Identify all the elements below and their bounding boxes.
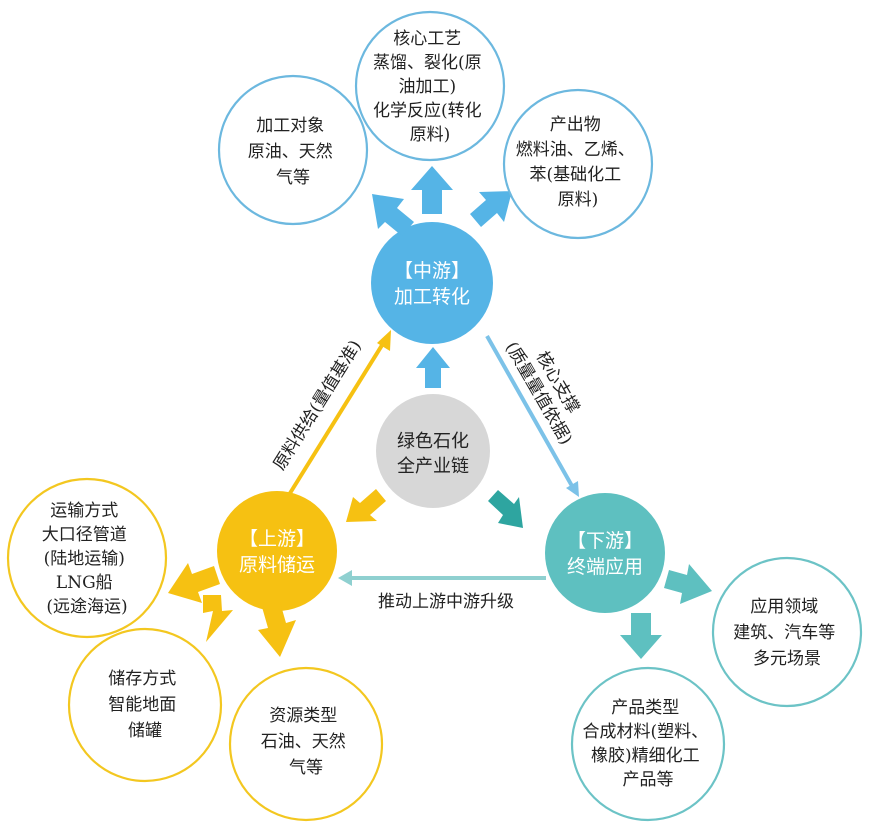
midstream-arrow-upright-icon [470, 191, 512, 227]
transport-line-3: (陆地运输) [44, 549, 125, 569]
product-type-line-3: 橡胶)精细化工 [591, 746, 700, 766]
svg-text:产品类型 合成材料(塑料、 橡胶)精: 产品类型 合成材料(塑料、 橡胶)精细化工 产品等 [582, 698, 713, 790]
midstream-hub [371, 222, 493, 344]
midstream-arrow-upleft-icon [372, 194, 414, 236]
svg-text:储存方式 智能地面 储罐: 储存方式 智能地面 储罐 [108, 669, 181, 741]
core-process-line-4: 化学反应(转化 [373, 101, 482, 121]
transport-line-5: (远途海运) [46, 597, 127, 617]
output-line-3: 苯(基础化工 [529, 165, 621, 185]
core-process-line-1: 核心工艺 [393, 29, 461, 49]
product-type-line-2: 合成材料(塑料、 [582, 722, 708, 742]
storage-line-1: 储存方式 [108, 669, 176, 689]
center-line-2: 全产业链 [397, 456, 469, 477]
resource-type-line-3: 气等 [289, 758, 323, 778]
edge-label-left: 原料供给(量值基准) [270, 337, 366, 474]
storage-line-3: 储罐 [128, 721, 162, 741]
midstream-hub-line-1: 【中游】 [394, 260, 470, 282]
processing-object-line-2: 原油、天然 [248, 142, 333, 162]
transport-line-4: LNG船 [56, 573, 113, 593]
product-type-line-1: 产品类型 [611, 698, 679, 718]
upstream-hub-line-1: 【上游】 [239, 528, 315, 550]
center-arrow-right-icon [488, 490, 523, 528]
output-line-4: 原料) [558, 190, 599, 210]
processing-object-line-3: 气等 [276, 168, 310, 188]
downstream-to-upstream-arrow [338, 570, 546, 586]
upstream-arrow-down-icon [258, 602, 296, 657]
satellite-output: 产出物 燃料油、乙烯、 苯(基础化工 原料) [502, 88, 654, 240]
upstream-to-midstream-arrow [285, 330, 391, 500]
downstream-hub-line-2: 终端应用 [567, 556, 643, 578]
upstream-hub [217, 491, 337, 611]
downstream-arrow-down-icon [620, 613, 662, 659]
upstream-hub-line-2: 原料储运 [239, 554, 315, 576]
center-arrow-up-icon [416, 347, 450, 388]
core-process-line-2: 蒸馏、裂化(原 [373, 53, 482, 73]
downstream-hub [545, 493, 665, 613]
svg-text:产出物 燃料油、乙烯、 苯(基础化工: 产出物 燃料油、乙烯、 苯(基础化工 原料) [516, 115, 640, 210]
center-circle [376, 394, 490, 508]
transport-line-2: 大口径管道 [42, 525, 127, 545]
output-line-2: 燃料油、乙烯、 [516, 140, 635, 160]
product-type-line-4: 产品等 [623, 770, 674, 790]
svg-text:核心工艺 蒸馏、裂化(原 油加工): 核心工艺 蒸馏、裂化(原 油加工) 化学反应(转化 原料) [373, 29, 487, 145]
application-line-2: 建筑、汽车等 [733, 623, 835, 643]
core-process-line-5: 原料) [410, 125, 451, 145]
transport-line-1: 运输方式 [50, 501, 118, 521]
upstream-arrow-downleft-icon [203, 595, 233, 642]
resource-type-line-2: 石油、天然 [261, 732, 346, 752]
svg-text:资源类型 石油、天然 气等: 资源类型 石油、天然 气等 [261, 706, 351, 778]
midstream-to-downstream-arrow [485, 335, 579, 497]
satellite-storage: 储存方式 智能地面 储罐 [67, 627, 223, 783]
satellite-resource-type: 资源类型 石油、天然 气等 [228, 666, 384, 822]
resource-type-line-1: 资源类型 [269, 706, 337, 726]
midstream-hub-line-2: 加工转化 [394, 286, 470, 308]
downstream-hub-line-1: 【下游】 [567, 530, 643, 552]
svg-text:应用领域 建筑、汽车等 多元场景: 应用领域 建筑、汽车等 多元场景 [733, 597, 840, 669]
satellite-transport: 运输方式 大口径管道 (陆地运输) LNG船 (远途海运) [6, 477, 168, 639]
satellite-application: 应用领域 建筑、汽车等 多元场景 [711, 556, 863, 708]
satellite-processing-object: 加工对象 原油、天然 气等 [217, 74, 369, 226]
satellite-product-type: 产品类型 合成材料(塑料、 橡胶)精细化工 产品等 [570, 666, 726, 822]
midstream-arrow-up-icon [411, 166, 453, 214]
application-line-3: 多元场景 [753, 649, 821, 669]
center-line-1: 绿色石化 [397, 431, 469, 452]
core-process-line-3: 油加工) [398, 77, 456, 97]
edge-label-bottom: 推动上游中游升级 [378, 592, 514, 612]
downstream-arrow-right-icon [664, 564, 712, 604]
svg-text:运输方式 大口径管道 (陆地运输): 运输方式 大口径管道 (陆地运输) LNG船 (远途海运) [42, 501, 132, 617]
processing-object-line-1: 加工对象 [256, 116, 324, 136]
satellite-core-process: 核心工艺 蒸馏、裂化(原 油加工) 化学反应(转化 原料) [354, 10, 506, 162]
upstream-arrow-left-icon [168, 563, 220, 603]
output-line-1: 产出物 [550, 115, 601, 135]
storage-line-2: 智能地面 [108, 695, 176, 715]
svg-text:加工对象 原油、天然 气等: 加工对象 原油、天然 气等 [248, 116, 338, 188]
application-line-1: 应用领域 [750, 597, 818, 617]
center-arrow-left-icon [346, 489, 386, 522]
